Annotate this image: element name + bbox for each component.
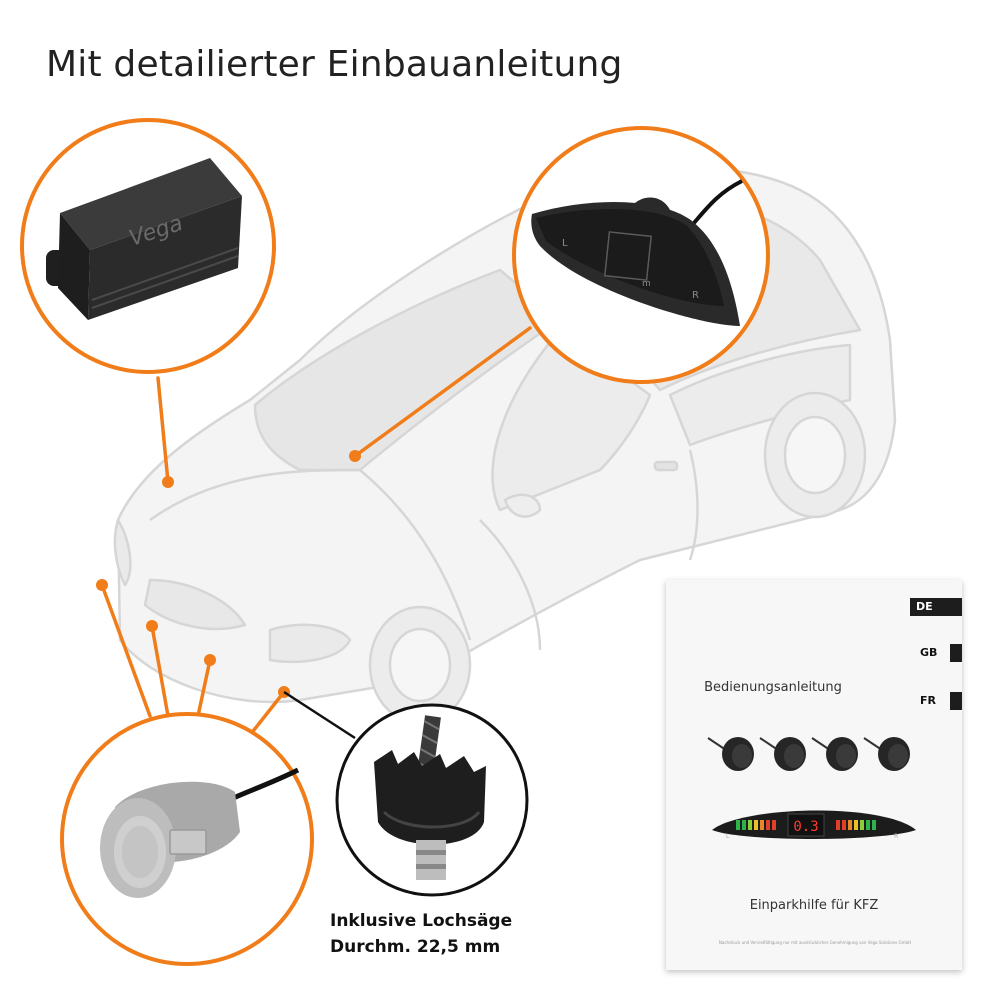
manual-display-bars-right <box>836 820 876 830</box>
display-callout: L m R <box>512 126 770 384</box>
manual-display-bars-left <box>736 820 776 830</box>
manual-title: Bedienungsanleitung <box>704 680 842 695</box>
manual-display-reading: 0.3 <box>793 819 818 835</box>
manual-display-right: R <box>894 833 898 840</box>
display-image: L m R <box>531 179 743 326</box>
manual-lang-fr: FR <box>920 692 962 710</box>
manual-subtitle: Einparkhilfe für KFZ <box>749 898 879 913</box>
car-headlight-right <box>268 623 352 664</box>
manual-sensors <box>707 737 910 771</box>
control-unit-callout: Vega <box>20 118 276 374</box>
holesaw-caption-line1: Inklusive Lochsäge <box>330 911 513 931</box>
callout-dot-control-unit <box>162 476 174 488</box>
car-mirror <box>503 493 542 518</box>
control-unit-image: Vega <box>46 158 242 320</box>
car-windshield <box>253 268 562 472</box>
sensor-callout <box>60 712 314 966</box>
manual-fine-print: Nachdruck und Vervielfältigung nur mit a… <box>718 940 912 945</box>
car-rear-side-window <box>668 343 852 447</box>
manual-display-left: L <box>726 833 730 840</box>
display-unit-label: m <box>642 279 651 289</box>
manual-booklet: DE GB FR Bedienungsanleitung <box>666 580 962 970</box>
display-left-label: L <box>562 238 568 249</box>
holesaw-caption-line2: Durchm. 22,5 mm <box>330 937 501 957</box>
manual-illustration: 0.3 L R <box>707 737 916 840</box>
holesaw-caption: Inklusive Lochsäge Durchm. 22,5 mm <box>330 908 512 960</box>
sensor-image <box>100 767 300 898</box>
callout-dot-display <box>349 450 361 462</box>
holesaw-callout <box>335 703 529 897</box>
callout-dot-sensor-1 <box>96 579 108 591</box>
callout-dot-sensor-3 <box>204 654 216 666</box>
holesaw-image <box>374 715 486 880</box>
car-grille <box>143 578 247 631</box>
manual-lang-de: DE <box>910 598 962 616</box>
manual-lang-gb: GB <box>920 644 962 662</box>
manual-display: 0.3 L R <box>712 810 916 840</box>
display-right-label: R <box>692 290 699 301</box>
page-title: Mit detailierter Einbauanleitung <box>46 44 623 85</box>
car-headlight-left <box>113 518 132 587</box>
callout-dot-sensor-2 <box>146 620 158 632</box>
